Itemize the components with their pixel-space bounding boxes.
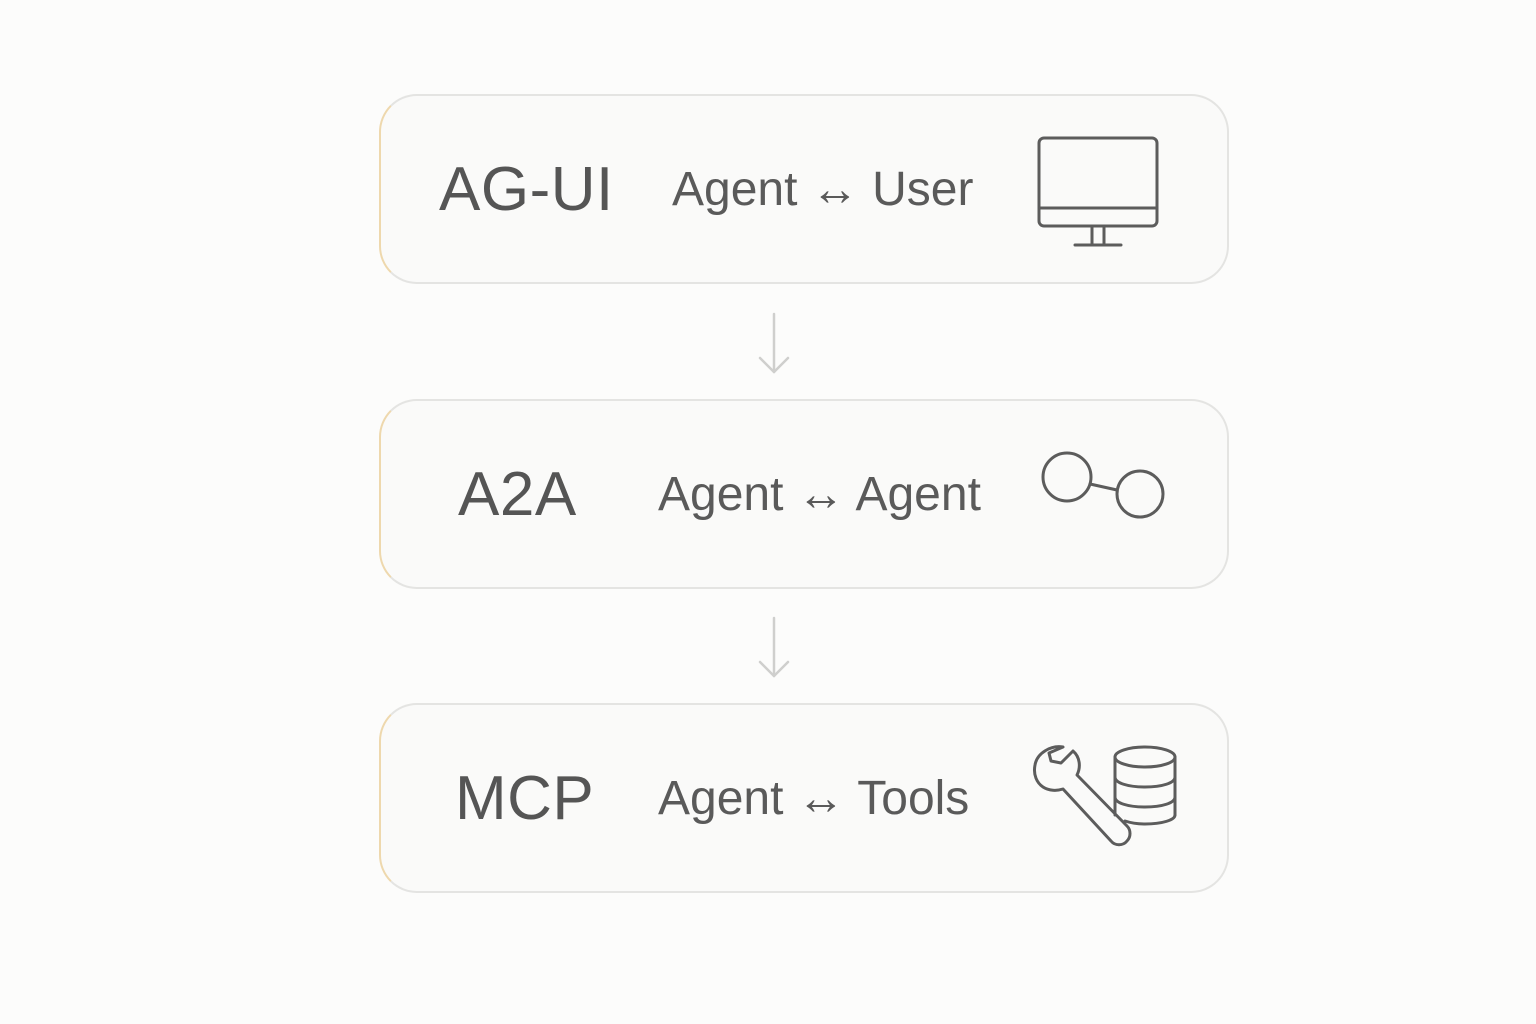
layer-card-a2a: A2A Agent ↔ Agent bbox=[379, 399, 1229, 589]
layer-relation: Agent ↔ User bbox=[672, 162, 974, 216]
wrench-database-icon bbox=[1033, 745, 1177, 847]
monitor-icon bbox=[1037, 136, 1159, 247]
layer-acronym: AG-UI bbox=[439, 154, 614, 224]
layer-acronym: MCP bbox=[455, 763, 595, 833]
layer-acronym: A2A bbox=[458, 459, 577, 529]
layer-relation: Agent ↔ Agent bbox=[658, 467, 981, 521]
layer-relation: Agent ↔ Tools bbox=[658, 771, 970, 825]
down-arrow-icon bbox=[758, 312, 790, 374]
down-arrow-icon bbox=[758, 616, 790, 678]
linked-nodes-icon bbox=[1041, 451, 1165, 519]
layer-card-ag-ui: AG-UI Agent ↔ User bbox=[379, 94, 1229, 284]
layer-card-mcp: MCP Agent ↔ Tools bbox=[379, 703, 1229, 893]
